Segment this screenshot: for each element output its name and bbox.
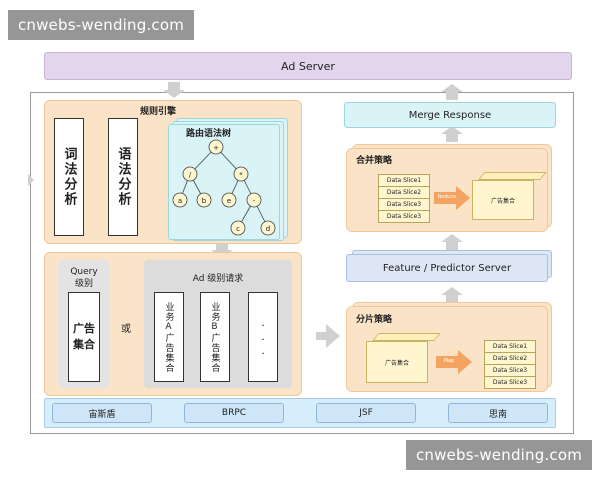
tree-node-mul — [233, 166, 249, 182]
merge-slice-4: Data Slice3 — [378, 211, 430, 223]
rule-engine-title: 规则引擎 — [140, 107, 177, 117]
reduce-label: Reduce — [437, 194, 457, 200]
or-label: 或 — [121, 323, 131, 335]
merge-result-cube: 广告集合 — [472, 180, 534, 220]
tree-node-c — [230, 220, 246, 236]
tree-node-d — [260, 220, 276, 236]
tree-label-b: b — [202, 197, 207, 205]
tree-label-c: c — [236, 225, 240, 233]
shard-slice-1: Data Slice1 — [484, 340, 536, 353]
shard-slice-2: Data Slice2 — [484, 353, 536, 365]
tree-label-mul: * — [239, 171, 243, 179]
tree-label-div: / — [189, 171, 192, 179]
shard-slice-stack: Data Slice1 Data Slice2 Data Slice3 Data… — [484, 340, 536, 389]
shard-strategy-title: 分片策略 — [356, 315, 393, 325]
feature-predictor-server: Feature / Predictor Server — [346, 254, 548, 282]
infra-aegis: 宙斯盾 — [52, 403, 152, 423]
biz-b-ad-collection: 业务B广告集合 — [200, 292, 230, 382]
lexical-analysis-box: 词法分析 — [54, 118, 84, 236]
tree-label-a: a — [178, 197, 182, 205]
tree-node-a — [172, 192, 188, 208]
tree-label-e: e — [227, 197, 231, 205]
tree-node-b — [196, 192, 212, 208]
reduce-arrow — [434, 186, 470, 210]
ad-collection-box: 广告 集合 — [68, 292, 100, 382]
tree-label-minus: - — [253, 197, 256, 205]
merge-slice-2: Data Slice2 — [378, 187, 430, 199]
route-syntax-tree: + / * a b e - c d — [172, 139, 276, 236]
tree-node-root — [208, 139, 224, 155]
merge-strategy-title: 合并策略 — [356, 156, 393, 166]
tree-label-root: + — [213, 144, 219, 152]
shard-source-cube-top — [372, 333, 441, 341]
shard-slice-3: Data Slice3 — [484, 365, 536, 377]
merge-slice-1: Data Slice1 — [378, 174, 430, 187]
merge-slice-3: Data Slice3 — [378, 199, 430, 211]
watermark-bottom: cnwebs-wending.com — [406, 440, 592, 470]
tree-node-e — [221, 192, 237, 208]
map-label: Map — [443, 358, 455, 364]
tree-node-minus — [246, 192, 262, 208]
infra-sinan: 思南 — [448, 403, 548, 423]
biz-a-ad-collection: 业务A广告集合 — [154, 292, 184, 382]
syntax-analysis-box: 语法分析 — [108, 118, 138, 236]
shard-source-cube: 广告集合 — [366, 341, 428, 383]
map-arrow — [436, 350, 472, 374]
merge-response-box: Merge Response — [344, 102, 556, 128]
merge-result-cube-top — [478, 172, 547, 180]
merge-slice-stack: Data Slice1 Data Slice2 Data Slice3 Data… — [378, 174, 430, 223]
shard-slice-4: Data Slice3 — [484, 377, 536, 389]
infra-brpc: BRPC — [184, 403, 284, 423]
route-syntax-tree-title: 路由语法树 — [186, 129, 232, 139]
tree-node-div — [182, 166, 198, 182]
ad-level-title: Ad 级别请求 — [192, 273, 244, 284]
query-level-label: Query 级别 — [70, 267, 98, 289]
tree-label-d: d — [266, 225, 270, 233]
ad-server-bar: Ad Server — [44, 52, 572, 80]
more-ad-collections: ... — [248, 292, 278, 382]
watermark-top: cnwebs-wending.com — [8, 10, 194, 40]
infra-jsf: JSF — [316, 403, 416, 423]
